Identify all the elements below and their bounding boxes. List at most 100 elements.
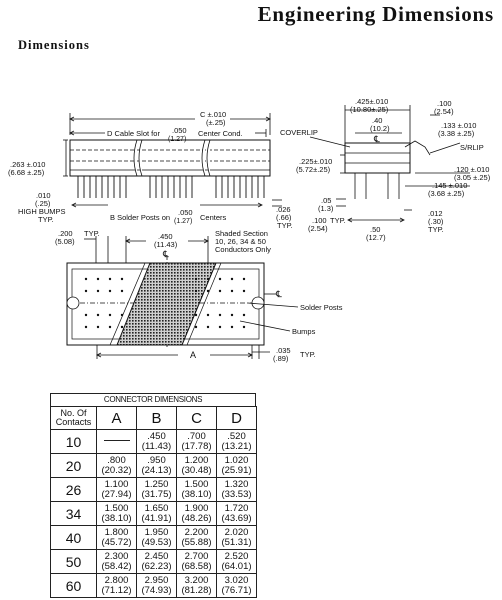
- contact-dot: [206, 313, 210, 317]
- header-c: C: [176, 406, 217, 430]
- cell-c: 1.900(48.26): [176, 501, 217, 526]
- section-heading: Dimensions: [18, 38, 90, 52]
- cell-a: 1.800(45.72): [96, 525, 137, 550]
- value-mm: (81.28): [181, 584, 212, 596]
- contact-dot: [96, 325, 100, 329]
- label-typ-200: TYP.: [84, 229, 100, 238]
- cell-c: 2.200(55.88): [176, 525, 217, 550]
- dim-b-pitch: .050: [178, 208, 193, 217]
- dim-post-mm: (.66): [276, 213, 292, 222]
- value-inch: 1.250: [144, 478, 169, 490]
- cell-d: .520(13.21): [216, 429, 257, 454]
- contact-dot: [230, 313, 234, 317]
- contact-dot: [120, 289, 124, 293]
- value-inch: .520: [227, 430, 246, 442]
- contact-dot: [206, 277, 210, 281]
- value-mm: (74.93): [141, 584, 172, 596]
- value-mm: (17.78): [181, 440, 212, 452]
- value-inch: 2.300: [104, 550, 129, 562]
- value-inch: 2.700: [184, 550, 209, 562]
- value-inch: 1.200: [184, 454, 209, 466]
- dim-post: .026: [276, 205, 291, 214]
- note-shaded-2: 10, 26, 34 & 50: [215, 237, 266, 246]
- contact-dot: [96, 277, 100, 281]
- value-inch: 2.950: [144, 574, 169, 586]
- value-inch: 1.800: [104, 526, 129, 538]
- value-inch: 2.020: [224, 526, 249, 538]
- label-solder-posts: Solder Posts: [300, 303, 343, 312]
- table-header-row: No. Of Contacts A B C D: [50, 406, 257, 430]
- cell-contacts: 34: [50, 501, 97, 526]
- cell-contacts: 40: [50, 525, 97, 550]
- dim-end-145-mm: (3.68 ±.25): [428, 189, 465, 198]
- cell-d: 3.020(76.71): [216, 573, 257, 598]
- value-inch: 1.950: [144, 526, 169, 538]
- contact-dot: [230, 289, 234, 293]
- label-typ-post: TYP.: [277, 221, 293, 230]
- dim-a: A: [190, 350, 196, 360]
- value-mm: (48.26): [181, 512, 212, 524]
- contact-dot: [120, 277, 124, 281]
- value-mm: (68.58): [181, 560, 212, 572]
- value-inch: .950: [147, 454, 166, 466]
- value-inch: 3.200: [184, 574, 209, 586]
- value-mm: (58.42): [101, 560, 132, 572]
- page-title: Engineering Dimensions: [257, 2, 494, 26]
- dim-end-inner: .40: [372, 116, 382, 125]
- value-mm: (38.10): [181, 488, 212, 500]
- cell-c: 1.200(30.48): [176, 453, 217, 478]
- plan-view: [66, 236, 299, 359]
- value-inch: 1.100: [104, 478, 129, 490]
- cell-a: 1.500(38.10): [96, 501, 137, 526]
- dim-100: .100: [312, 216, 327, 225]
- label-high-bumps: HIGH BUMPS: [18, 207, 66, 216]
- contact-dots: [84, 277, 246, 329]
- cell-b: 1.650(41.91): [136, 501, 177, 526]
- cell-a: .800(20.32): [96, 453, 137, 478]
- dim-end-height-mm: (5.72±.25): [296, 165, 331, 174]
- dim-035-mm: (.89): [273, 354, 289, 363]
- contact-dot: [108, 313, 112, 317]
- value-mm: (71.12): [101, 584, 132, 596]
- dim-d-label: D Cable Slot for: [107, 129, 160, 138]
- contact-dot: [108, 289, 112, 293]
- value-inch: 2.450: [144, 550, 169, 562]
- dim-200-mm: (5.08): [55, 237, 75, 246]
- contact-dot: [242, 325, 246, 329]
- dim-b-pitch-mm: (1.27): [174, 218, 192, 225]
- value-mm: (33.53): [221, 488, 252, 500]
- dim-end-width: .425±.010: [355, 97, 388, 106]
- cell-b: .450(11.43): [136, 429, 177, 454]
- contact-dot: [230, 325, 234, 329]
- dim-end-inner-mm: (10.2): [370, 124, 390, 133]
- dim-end-133: .133 ±.010: [441, 121, 476, 130]
- value-inch: 3.020: [224, 574, 249, 586]
- dim-200: .200: [58, 229, 73, 238]
- contact-dot: [194, 289, 198, 293]
- label-typ-bumps: TYP.: [38, 215, 54, 224]
- dim-height: .263 ±.010: [10, 160, 45, 169]
- table-title: CONNECTOR DIMENSIONS: [50, 393, 256, 406]
- centerline-plan: ℄: [162, 249, 169, 259]
- note-shaded-1: Shaded Section: [215, 229, 268, 238]
- label-coverlip: COVERLIP: [280, 128, 318, 137]
- contact-dot: [206, 289, 210, 293]
- value-inch: 2.200: [184, 526, 209, 538]
- contact-dot: [120, 313, 124, 317]
- cell-b: 1.950(49.53): [136, 525, 177, 550]
- label-typ-012: TYP.: [428, 225, 444, 234]
- cell-d: 1.320(33.53): [216, 477, 257, 502]
- cell-b: 2.950(74.93): [136, 573, 177, 598]
- value-mm: (11.43): [141, 440, 172, 452]
- value-inch: 2.800: [104, 574, 129, 586]
- contact-dot: [96, 289, 100, 293]
- engineering-drawing: C ±.010 (±.25) D Cable Slot for .050 (1.…: [8, 97, 491, 363]
- label-typ-035: TYP.: [300, 350, 316, 359]
- dim-end-width-mm: (10.80±.25): [350, 105, 389, 114]
- cell-a: [96, 429, 137, 454]
- dim-012: .012: [428, 209, 443, 218]
- value-mm: (27.94): [101, 488, 132, 500]
- contact-dot: [194, 325, 198, 329]
- value-inch: .450: [147, 430, 166, 442]
